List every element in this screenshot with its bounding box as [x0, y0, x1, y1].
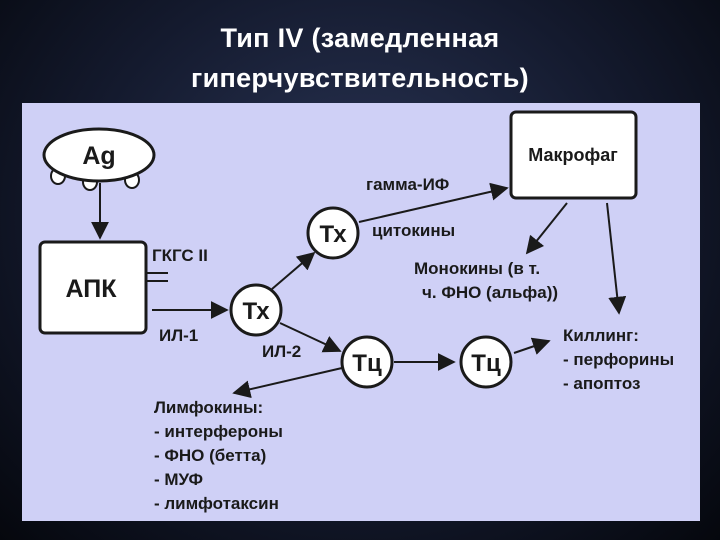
arrow-macrophage-to-killing	[606, 202, 627, 315]
tc-left-circle	[340, 335, 394, 389]
tc-left-label: Тц	[352, 350, 382, 377]
th-mid-node: Тх	[229, 283, 283, 337]
title-line-2: гиперчувствительность)	[191, 63, 529, 93]
th-top-circle	[306, 206, 360, 260]
arrow-th-to-tc	[279, 322, 342, 353]
killing-line-3: - апоптоз	[563, 374, 640, 393]
diagram: Ag АПК ГКГС II Макрофаг Тх Тх Тц Тц	[38, 110, 674, 513]
cytokines-label: цитокины	[372, 221, 455, 240]
antigen-node: Ag	[42, 127, 156, 191]
lymphokines-line-2: - интерфероны	[154, 422, 283, 441]
gamma-if-label: гамма-ИФ	[366, 175, 449, 194]
lymphokines-line-3: - ФНО (бетта)	[154, 446, 266, 465]
il1-label: ИЛ-1	[159, 326, 198, 345]
tc-right-label: Тц	[471, 350, 501, 377]
title-line-1: Тип IV (замедленная	[220, 23, 500, 53]
arrow-th-to-th-top	[271, 251, 316, 290]
slide-title: Тип IV (замедленная гиперчувствительност…	[0, 18, 720, 98]
antigen-ellipse	[42, 127, 156, 183]
tc-right-circle	[459, 335, 513, 389]
lymphokines-line-4: - МУФ	[154, 470, 203, 489]
apk-label: АПК	[66, 275, 118, 303]
macrophage-node: Макрофаг	[509, 110, 638, 200]
th-mid-label: Тх	[242, 298, 270, 325]
killing-line-1: Киллинг:	[563, 326, 639, 345]
arrow-tc-to-lymphokines	[232, 367, 343, 399]
tc-right-node: Тц	[459, 335, 513, 389]
antigen-label: Ag	[82, 142, 115, 170]
lymphokines-line-5: - лимфотаксин	[154, 494, 279, 513]
th-top-node: Тх	[306, 206, 360, 260]
apk-node: АПК	[38, 240, 148, 335]
arrow-th-top-to-macrophage	[358, 182, 509, 223]
th-mid-circle	[229, 283, 283, 337]
macrophage-box	[509, 110, 638, 200]
macrophage-label: Макрофаг	[528, 145, 618, 165]
il2-label: ИЛ-2	[262, 342, 301, 361]
lymphokines-line-1: Лимфокины:	[154, 398, 263, 417]
killing-line-2: - перфорины	[563, 350, 674, 369]
apk-box	[38, 240, 148, 335]
gkgs-label: ГКГС II	[152, 246, 208, 265]
arrow-tc-to-killing	[513, 337, 551, 355]
tc-left-node: Тц	[340, 335, 394, 389]
monokines-line-1: Монокины (в т.	[414, 259, 540, 278]
th-top-label: Тх	[319, 221, 347, 248]
monokines-line-2: ч. ФНО (альфа))	[422, 283, 558, 302]
arrow-macrophage-to-monokines	[525, 202, 568, 255]
